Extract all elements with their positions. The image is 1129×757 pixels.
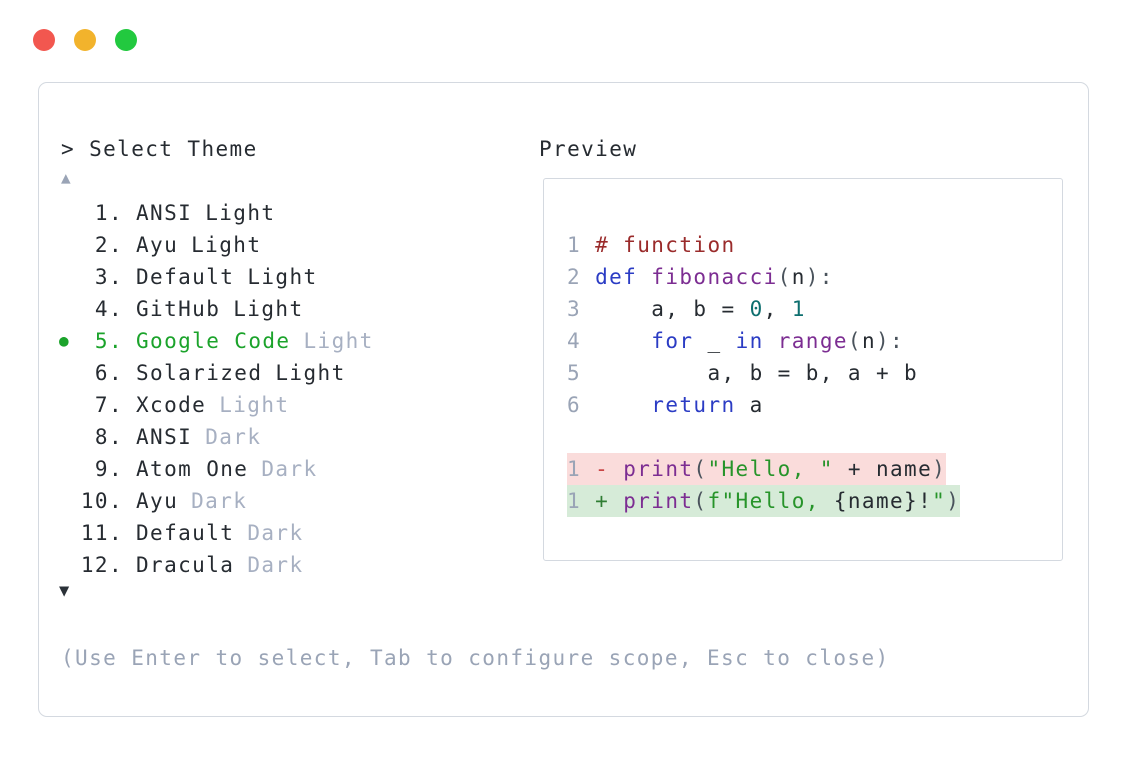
- selected-bullet-icon: ●: [59, 331, 71, 350]
- close-window-button[interactable]: [33, 29, 55, 51]
- code-line: 3 a, b = 0, 1: [567, 293, 1052, 325]
- theme-item-name: Solarized: [136, 361, 263, 385]
- theme-item-github-light[interactable]: 4. GitHub Light: [39, 293, 509, 325]
- theme-item-name: ANSI: [136, 201, 193, 225]
- code-line-content: 4 for _ in range(n):: [567, 329, 905, 353]
- theme-item-name: Atom One: [136, 457, 249, 481]
- diff-line-removed: 1 - print("Hello, " + name): [567, 453, 1052, 485]
- theme-item-variant: Dark: [261, 457, 318, 481]
- code-line-content: 1 + print(f"Hello, {name}!"): [567, 485, 961, 517]
- code-line: 6 return a: [567, 389, 1052, 421]
- zoom-window-button[interactable]: [115, 29, 137, 51]
- scroll-down-icon[interactable]: ▼: [59, 581, 70, 601]
- keyboard-hint: (Use Enter to select, Tab to configure s…: [61, 646, 890, 670]
- window-traffic-lights: [33, 29, 137, 51]
- theme-item-variant: Light: [303, 329, 374, 353]
- scroll-up-icon[interactable]: ▲: [61, 168, 71, 187]
- code-line-content: 1 # function: [567, 233, 736, 257]
- theme-item-number: 2.: [94, 233, 123, 257]
- theme-item-variant: Light: [233, 297, 304, 321]
- theme-item-atom-one-dark[interactable]: 9. Atom One Dark: [39, 453, 509, 485]
- palette-prompt: > Select Theme: [61, 133, 258, 165]
- theme-item-variant: Dark: [191, 489, 248, 513]
- theme-item-number: 9.: [94, 457, 123, 481]
- theme-item-number: 10.: [80, 489, 123, 513]
- theme-item-number: 1.: [94, 201, 123, 225]
- palette-title: Select Theme: [89, 137, 258, 161]
- code-line: 5 a, b = b, a + b: [567, 357, 1052, 389]
- code-line-content: 5 a, b = b, a + b: [567, 361, 919, 385]
- theme-item-variant: Dark: [205, 425, 262, 449]
- theme-item-variant: Light: [275, 361, 346, 385]
- theme-item-number: 3.: [94, 265, 123, 289]
- theme-item-ayu-light[interactable]: 2. Ayu Light: [39, 229, 509, 261]
- theme-item-number: 11.: [80, 521, 123, 545]
- minimize-window-button[interactable]: [74, 29, 96, 51]
- code-line: 1 # function: [567, 229, 1052, 261]
- code-preview: 1 # function 2 def fibonacci(n): 3 a, b = …: [567, 229, 1052, 517]
- theme-item-name: Ayu: [136, 489, 179, 513]
- theme-item-google-code-light[interactable]: ● 5. Google Code Light: [39, 325, 509, 357]
- code-line: 4 for _ in range(n):: [567, 325, 1052, 357]
- theme-item-default-light[interactable]: 3. Default Light: [39, 261, 509, 293]
- theme-item-variant: Dark: [247, 553, 304, 577]
- theme-item-name: Default: [136, 521, 235, 545]
- preview-box: 1 # function 2 def fibonacci(n): 3 a, b = …: [543, 178, 1063, 561]
- theme-item-name: Dracula: [136, 553, 235, 577]
- theme-item-variant: Dark: [247, 521, 304, 545]
- diff-line-added: 1 + print(f"Hello, {name}!"): [567, 485, 1052, 517]
- theme-item-number: 7.: [94, 393, 123, 417]
- theme-item-name: Xcode: [136, 393, 207, 417]
- prompt-marker: >: [61, 137, 76, 161]
- theme-item-variant: Light: [205, 201, 276, 225]
- theme-item-number: 5.: [94, 329, 123, 353]
- theme-item-number: 12.: [80, 553, 123, 577]
- code-line-content: 1 - print("Hello, " + name): [567, 453, 947, 485]
- theme-item-ayu-dark[interactable]: 10. Ayu Dark: [39, 485, 509, 517]
- theme-item-variant: Light: [219, 393, 290, 417]
- code-line-content: 6 return a: [567, 393, 764, 417]
- theme-item-variant: Light: [247, 265, 318, 289]
- theme-item-variant: Light: [191, 233, 262, 257]
- theme-item-name: GitHub: [136, 297, 221, 321]
- theme-item-dracula-dark[interactable]: 12. Dracula Dark: [39, 549, 509, 581]
- theme-item-name: ANSI: [136, 425, 193, 449]
- theme-item-number: 4.: [94, 297, 123, 321]
- theme-item-default-dark[interactable]: 11. Default Dark: [39, 517, 509, 549]
- preview-title: Preview: [539, 137, 638, 161]
- theme-item-name: Google Code: [136, 329, 291, 353]
- theme-item-ansi-dark[interactable]: 8. ANSI Dark: [39, 421, 509, 453]
- code-blank-line: [567, 421, 1052, 453]
- code-line-content: 2 def fibonacci(n):: [567, 265, 834, 289]
- theme-item-xcode-light[interactable]: 7. Xcode Light: [39, 389, 509, 421]
- theme-item-solarized-light[interactable]: 6. Solarized Light: [39, 357, 509, 389]
- theme-picker-panel: > Select Theme Preview ▲ 1. ANSI Light 2. Ay…: [38, 82, 1089, 717]
- code-line: 2 def fibonacci(n):: [567, 261, 1052, 293]
- theme-item-number: 8.: [94, 425, 123, 449]
- theme-item-name: Default: [136, 265, 235, 289]
- theme-item-number: 6.: [94, 361, 123, 385]
- theme-item-name: Ayu: [136, 233, 179, 257]
- theme-item-ansi-light[interactable]: 1. ANSI Light: [39, 197, 509, 229]
- code-line-content: 3 a, b = 0, 1: [567, 297, 806, 321]
